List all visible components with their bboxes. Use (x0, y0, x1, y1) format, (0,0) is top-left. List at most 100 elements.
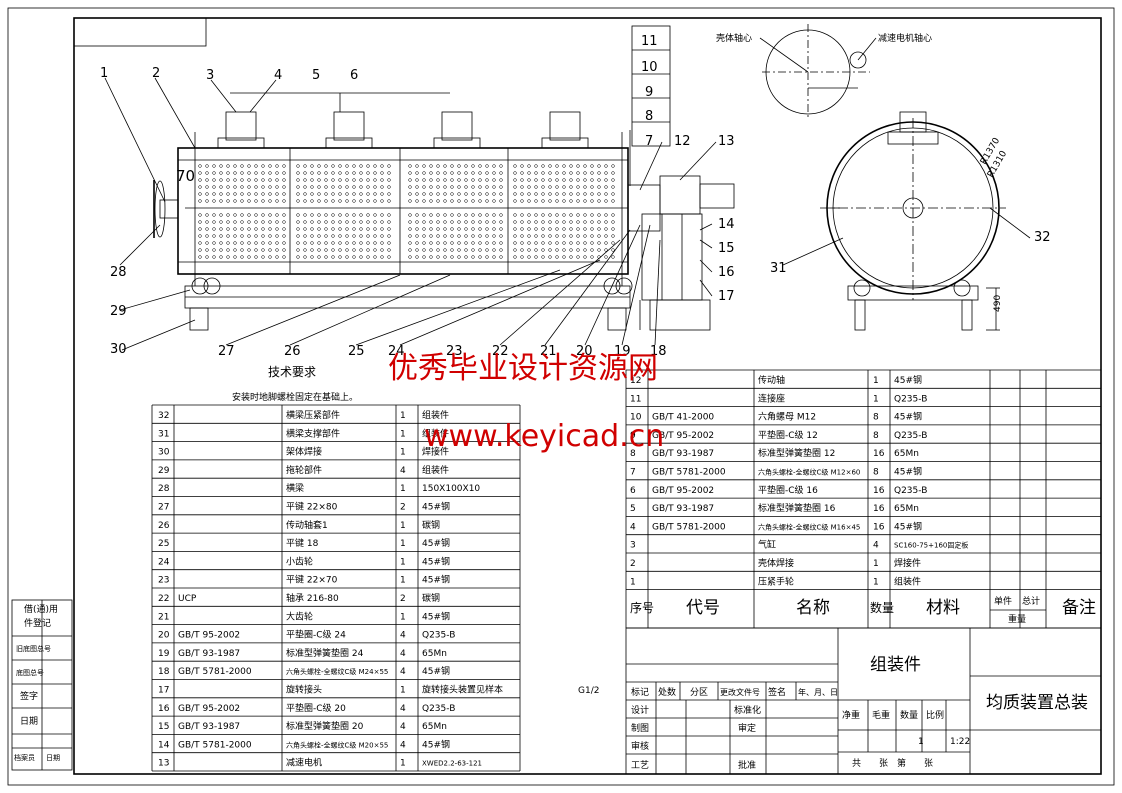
bom-left-name: 横梁压紧部件 (286, 409, 340, 421)
bom-header: 序号 代号 名称 数量 材料 单件 总计 重量 备注 (630, 595, 1096, 625)
bom-right-material: 组装件 (894, 575, 921, 587)
bom-left-material: 组装件 (422, 409, 449, 421)
bom-left-no: 25 (158, 539, 169, 549)
bom-left-qty: 4 (400, 631, 406, 641)
bom-right-qty: 16 (873, 486, 885, 496)
bom-left-name: 小齿轮 (286, 555, 313, 567)
bom-left-no: 29 (158, 466, 170, 476)
bom-right-name: 标准型弹簧垫圈 16 (758, 502, 836, 514)
watermark-url: www.keyicad.cn (424, 419, 664, 454)
bom-left-no: 13 (158, 759, 169, 769)
bom-left-qty: 4 (400, 722, 406, 732)
bom-left-no: 23 (158, 576, 169, 586)
bom-right-name: 六角头螺栓-全螺纹C级 M16×45 (758, 522, 860, 531)
callout-11: 11 (641, 34, 658, 49)
detail-label-motor-axis: 减速电机轴心 (878, 32, 932, 44)
bom-left-code: GB/T 95-2002 (178, 704, 240, 714)
bom-left-material: 45#钢 (422, 501, 450, 513)
bom-right-name: 六角螺母 M12 (758, 411, 816, 423)
bom-left-qty: 1 (400, 521, 406, 531)
bom-right-name: 六角头螺栓-全螺纹C级 M12×60 (758, 468, 860, 477)
bom-right-code: GB/T 95-2002 (652, 486, 714, 496)
bom-left-qty: 1 (400, 612, 406, 622)
side-label-7: 日期 (46, 754, 60, 762)
tb-sign: 签名 (768, 686, 786, 698)
title-block: 标记 处数 分区 更改文件号 签名 年、月、日 设计 标准化 制图 审定 审核 … (578, 627, 1102, 775)
inner-frame (73, 17, 1102, 775)
bom-left-name: 拖轮部件 (286, 464, 322, 476)
bom-left-qty: 2 (400, 503, 406, 513)
bom-right-code: GB/T 95-2002 (652, 431, 714, 441)
bom-right-material: Q235-B (894, 394, 927, 404)
bom-left-name: 六角头螺栓-全螺纹C级 M20×55 (286, 740, 388, 749)
bom-right-code: GB/T 5781-2000 (652, 468, 726, 478)
bom-left-qty: 1 (400, 759, 406, 769)
bom-left-qty: 1 (400, 484, 406, 494)
side-label-3: 底图总号 (16, 668, 44, 677)
bom-right-qty: 1 (873, 559, 879, 569)
callout-32: 32 (1034, 230, 1051, 245)
callout-27: 27 (218, 344, 235, 359)
bom-left-name: 横梁支撑部件 (286, 427, 340, 439)
tb-count: 处数 (658, 686, 676, 698)
bom-left-material: 碳钢 (422, 519, 440, 531)
bom-right-qty: 8 (873, 431, 879, 441)
corner-box (73, 17, 207, 47)
bom-left-qty: 1 (400, 557, 406, 567)
bom-right-no: 12 (630, 376, 641, 386)
bom-left-qty: 1 (400, 686, 406, 696)
bom-right-material: 45#钢 (894, 466, 922, 478)
hdr-code: 代号 (686, 598, 720, 618)
bom-right-code: GB/T 93-1987 (652, 504, 714, 514)
callout-20: 20 (576, 344, 593, 359)
bom-right-qty: 4 (873, 541, 879, 551)
bom-left-qty: 1 (400, 448, 406, 458)
callout-31: 31 (770, 261, 787, 276)
bom-left-qty: 4 (400, 704, 406, 714)
callout-21: 21 (540, 344, 557, 359)
bom-left-no: 20 (158, 631, 170, 641)
bom-left-code: GB/T 5781-2000 (178, 740, 252, 750)
side-label-5: 日期 (20, 716, 38, 727)
callout-16: 16 (718, 265, 735, 280)
callout-2: 2 (152, 66, 160, 81)
side-block: 借(通)用 件登记 旧底图总号 底图总号 签字 日期 档案员 日期 (11, 599, 73, 771)
bom-right-code: GB/T 5781-2000 (652, 522, 726, 532)
callout-24: 24 (388, 344, 405, 359)
bom-left-name: 传动轴套1 (286, 519, 328, 531)
watermark-cn: 优秀毕业设计资源网 (388, 351, 658, 386)
bom-left-name: 平键 22×80 (286, 501, 338, 513)
tb-std: 标准化 (734, 704, 761, 716)
tb-scale: 1:22 (950, 737, 970, 747)
bom-left-name: 轴承 216-80 (286, 592, 339, 604)
callout-18: 18 (650, 344, 667, 359)
callout-9: 9 (645, 85, 653, 100)
callout-30: 30 (110, 342, 127, 357)
bom-right-qty: 1 (873, 394, 879, 404)
bom-left-name: 平垫圈-C级 20 (286, 702, 346, 714)
bom-left-no: 19 (158, 649, 170, 659)
side-label-2: 旧底图总号 (16, 644, 51, 653)
bom-left-material: 碳钢 (422, 592, 440, 604)
bom-left-qty: 1 (400, 411, 406, 421)
bom-right-qty: 1 (873, 577, 879, 587)
hdr-total: 总计 (1022, 595, 1040, 607)
bom-left-material: 45#钢 (422, 610, 450, 622)
bom-right-qty: 16 (873, 522, 885, 532)
callout-15: 15 (718, 241, 735, 256)
bom-right-material: 45#钢 (894, 411, 922, 423)
tb-mark: 标记 (631, 686, 649, 698)
bom-right-name: 标准型弹簧垫圈 12 (758, 447, 835, 459)
callout-1: 1 (100, 66, 108, 81)
tb-net-weight: 净重 (842, 709, 860, 721)
bom-left-no: 21 (158, 612, 169, 622)
bom-left-material: 45#钢 (422, 574, 450, 586)
bom-left-name: 旋转接头 (286, 684, 322, 696)
bom-left-name: 标准型弹簧垫圈 24 (286, 647, 364, 659)
outer-border (7, 7, 1115, 786)
bom-left-qty: 4 (400, 667, 406, 677)
callout-12: 12 (674, 134, 691, 149)
tech-req-text: 安装时地脚螺栓固定在基础上。 (232, 391, 358, 403)
bom-left-code: GB/T 93-1987 (178, 649, 240, 659)
bom-left-no: 17 (158, 686, 169, 696)
